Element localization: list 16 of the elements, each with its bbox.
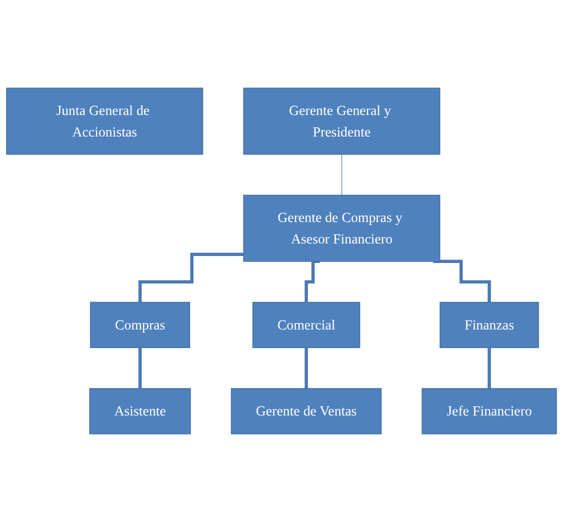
- node-box: Finanzas: [440, 302, 539, 348]
- node-box: Gerente de Compras y Asesor Financiero: [243, 194, 440, 262]
- node-box: Asistente: [89, 388, 191, 434]
- node-box: Junta General de Accionistas: [6, 88, 204, 155]
- node-box: Compras: [90, 302, 190, 348]
- connector: [304, 346, 308, 390]
- node-box: Gerente de Ventas: [230, 388, 382, 434]
- connector: [304, 260, 320, 304]
- connector: [138, 346, 142, 390]
- connector: [432, 260, 491, 304]
- node-box: Jefe Financiero: [422, 388, 557, 434]
- connector: [488, 346, 491, 390]
- node-box: Comercial: [252, 302, 360, 348]
- connector: [138, 252, 244, 304]
- node-box: Gerente General y Presidente: [243, 88, 440, 155]
- connector: [341, 154, 342, 196]
